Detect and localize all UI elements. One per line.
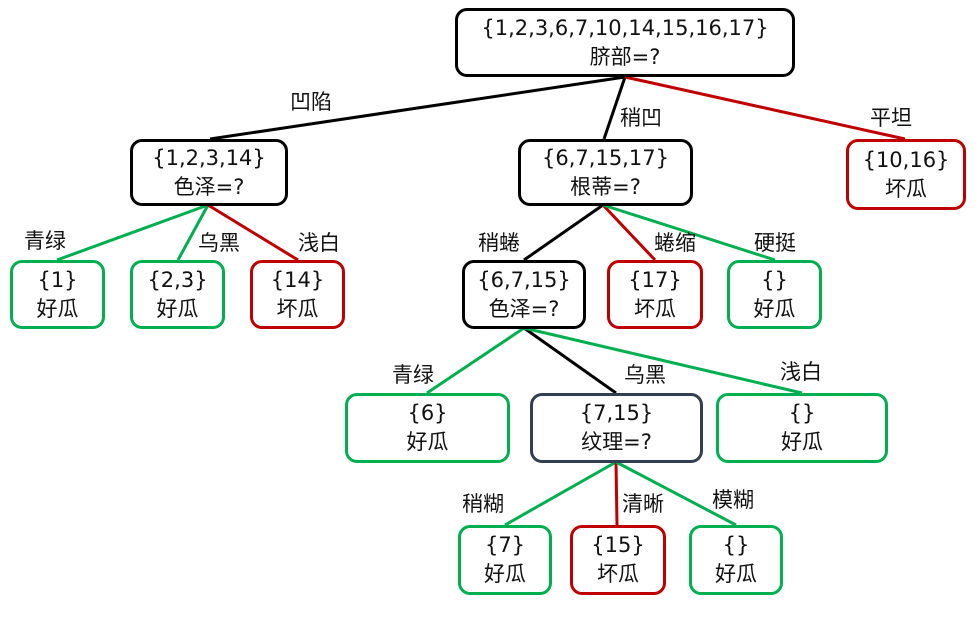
node-set: {1,2,3,6,7,10,14,15,16,17} — [481, 15, 769, 40]
edge-label: 青绿 — [392, 363, 434, 387]
root-node: {1,2,3,6,7,10,14,15,16,17} 脐部=? — [455, 8, 795, 77]
edge-label: 乌黑 — [624, 363, 666, 387]
edge-label: 浅白 — [298, 231, 340, 255]
edge-label: 平坦 — [870, 106, 912, 130]
node-set: {6,7,15,17} — [542, 145, 669, 170]
node-text: 好瓜 — [753, 296, 796, 321]
edge-line — [615, 460, 737, 527]
edge-line — [56, 203, 209, 262]
leaf-node: {7} 好瓜 — [458, 525, 552, 595]
node-set: {6,7,15} — [477, 267, 571, 292]
edge-line — [176, 204, 210, 261]
edge-label: 模糊 — [712, 488, 754, 512]
node-text: 好瓜 — [36, 296, 79, 321]
tree-node: {7,15} 纹理=? — [530, 393, 703, 463]
edge-line — [523, 326, 617, 395]
edge-line — [614, 461, 619, 526]
tree-node: {6,7,15,17} 根蒂=? — [518, 139, 693, 206]
node-text: 好瓜 — [484, 562, 526, 586]
tree-node: {1,2,3,14} 色泽=? — [130, 139, 288, 206]
node-text: 纹理=? — [581, 430, 652, 454]
leaf-node: {2,3} 好瓜 — [130, 260, 225, 329]
node-set: {17} — [628, 267, 682, 292]
node-text: 坏瓜 — [885, 176, 927, 201]
leaf-node: {10,16} 坏瓜 — [846, 139, 966, 210]
edge-label: 清晰 — [622, 492, 664, 516]
edge-line — [426, 326, 525, 395]
node-text: 色泽=? — [173, 174, 245, 199]
edge-line — [207, 203, 299, 262]
edge-label: 浅白 — [780, 360, 822, 384]
edge-line — [624, 75, 906, 141]
leaf-node: {14} 坏瓜 — [250, 260, 345, 329]
edge-line — [601, 203, 657, 262]
node-set: {} — [761, 267, 788, 292]
node-text: 坏瓜 — [634, 296, 676, 321]
node-text: 根蒂=? — [570, 174, 641, 199]
edge-line — [523, 203, 604, 262]
leaf-node: {17} 坏瓜 — [607, 260, 703, 329]
edge-line — [602, 203, 776, 262]
edge-label: 青绿 — [24, 229, 66, 253]
edge-line — [523, 326, 803, 395]
node-set: {1,2,3,14} — [152, 145, 266, 170]
leaf-node: {6} 好瓜 — [345, 393, 510, 463]
node-set: {} — [788, 401, 816, 425]
node-set: {7} — [484, 533, 526, 557]
node-set: {} — [722, 533, 750, 557]
tree-node: {6,7,15} 色泽=? — [462, 260, 586, 329]
leaf-node: {1} 好瓜 — [10, 260, 105, 329]
edge-label: 稍蜷 — [478, 231, 520, 255]
node-text: 坏瓜 — [276, 296, 319, 321]
edge-line — [504, 460, 617, 527]
leaf-node: {} 好瓜 — [716, 393, 888, 463]
node-set: {2,3} — [147, 267, 208, 292]
node-set: {10,16} — [862, 147, 950, 172]
node-text: 好瓜 — [406, 430, 449, 454]
edge-label: 乌黑 — [198, 231, 240, 255]
node-set: {1} — [37, 267, 78, 292]
node-text: 脐部=? — [589, 44, 661, 69]
edge-label: 稍糊 — [462, 492, 504, 516]
node-text: 好瓜 — [715, 562, 757, 586]
leaf-node: {15} 坏瓜 — [570, 525, 666, 595]
edge-label: 蜷缩 — [654, 231, 696, 255]
node-text: 好瓜 — [156, 296, 199, 321]
leaf-node: {} 好瓜 — [689, 525, 783, 595]
leaf-node: {} 好瓜 — [727, 260, 822, 329]
edge-line — [602, 76, 627, 140]
node-set: {7,15} — [579, 401, 654, 425]
edge-label: 硬挺 — [754, 231, 796, 255]
node-set: {6} — [407, 401, 448, 425]
node-text: 色泽=? — [488, 296, 560, 321]
edge-label: 凹陷 — [290, 90, 332, 114]
node-text: 坏瓜 — [597, 562, 639, 586]
edge-line — [209, 75, 626, 141]
node-set: {15} — [591, 533, 645, 557]
node-text: 好瓜 — [781, 430, 823, 454]
edge-label: 稍凹 — [620, 106, 662, 130]
node-set: {14} — [270, 267, 325, 292]
